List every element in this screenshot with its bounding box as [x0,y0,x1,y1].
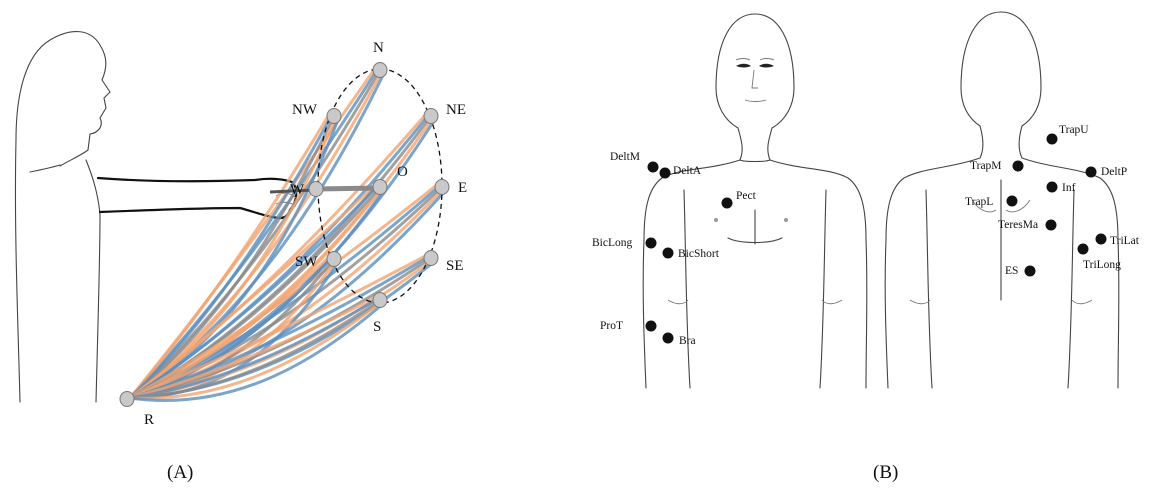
front-electrodes: DeltM DeltA Pect BicLong BicShort ProT B… [592,151,757,347]
electrode-TriLong [1078,244,1089,255]
electrode-Bra [663,333,674,344]
label-SW: SW [295,254,318,270]
front-nipple-left [714,218,718,222]
electrode-TriLat [1096,234,1107,245]
label-R: R [144,412,154,428]
target-R [120,392,134,407]
caption-b: (B) [873,462,898,483]
label-ES: ES [1005,265,1018,277]
target-NW [327,109,341,124]
label-TeresMa: TeresMa [998,219,1038,231]
label-NW: NW [292,102,318,118]
electrode-TeresMa [1046,220,1057,231]
label-DeltM: DeltM [610,151,640,163]
electrode-DeltA [660,168,671,179]
target-S [373,293,387,308]
target-SW [327,252,341,267]
label-DeltA: DeltA [673,165,702,177]
electrode-TrapL [1007,196,1018,207]
electrode-Inf [1047,182,1058,193]
caption-a: (A) [167,462,193,483]
label-BicShort: BicShort [678,248,720,260]
panel-b-electrode-placement: DeltM DeltA Pect BicLong BicShort ProT B… [592,12,1140,483]
label-ProT: ProT [600,320,623,332]
label-O: O [397,164,408,180]
back-body-outline [885,12,1119,388]
panel-a-reaching-task: N NW NE W O E SW SE S R (A) [15,32,467,483]
electrode-ProT [646,321,657,332]
electrode-BicLong [646,238,657,249]
label-TrapL: TrapL [965,196,993,208]
electrode-Pect [722,198,733,209]
electrode-DeltP [1086,167,1097,178]
label-TrapM: TrapM [970,160,1002,172]
electrode-DeltM [648,162,659,173]
w-o-link [316,188,380,189]
target-W [309,182,323,197]
label-DeltP: DeltP [1101,166,1127,178]
electrode-TrapM [1013,161,1024,172]
label-TriLong: TriLong [1083,259,1121,271]
label-Inf: Inf [1062,182,1076,194]
target-N [373,63,387,78]
label-Bra: Bra [679,335,696,347]
label-E: E [458,180,467,196]
person-silhouette [15,32,110,402]
label-TrapU: TrapU [1059,124,1089,136]
target-E [435,180,449,195]
electrode-TrapU [1047,134,1058,145]
label-S: S [373,319,381,335]
front-nipple-right [784,218,788,222]
target-O [373,180,387,195]
label-SE: SE [446,258,464,274]
label-TriLat: TriLat [1110,235,1140,247]
label-W: W [290,182,305,198]
reach-trajectories [130,67,446,400]
label-Pect: Pect [736,190,757,202]
label-BicLong: BicLong [592,237,632,249]
label-N: N [373,40,384,56]
electrode-BicShort [663,248,674,259]
label-NE: NE [446,102,466,118]
target-NE [424,109,438,124]
target-SE [424,251,438,266]
electrode-ES [1025,266,1036,277]
